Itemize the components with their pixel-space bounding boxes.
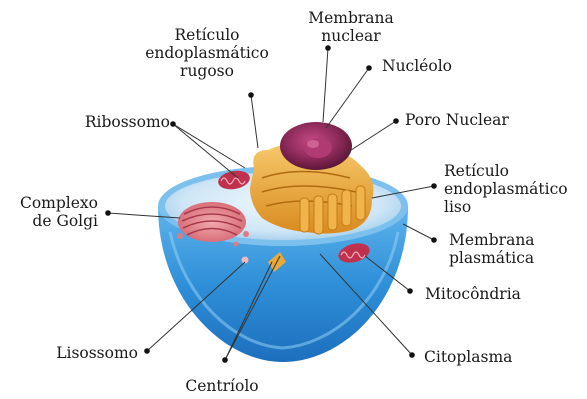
label-membrana-nuclear: Membrana nuclear	[306, 9, 396, 45]
label-poro-nuclear: Poro Nuclear	[405, 111, 509, 129]
label-mitocondria: Mitocôndria	[425, 285, 521, 303]
label-ribossomo: Ribossomo	[60, 113, 170, 131]
label-lisossomo: Lisossomo	[30, 344, 138, 362]
label-centriolo: Centríolo	[168, 377, 276, 395]
label-nucleolo: Nucléolo	[382, 57, 452, 75]
label-complexo-golgi: Complexo de Golgi	[6, 194, 98, 230]
label-reticulo-rugoso: Retículo endoplasmático rugoso	[136, 26, 278, 80]
label-membrana-plasmatica: Membrana plasmática	[449, 231, 535, 267]
label-citoplasma: Citoplasma	[424, 348, 512, 366]
nucleus-shape	[280, 122, 352, 170]
label-reticulo-liso: Retículo endoplasmático liso	[444, 162, 568, 216]
